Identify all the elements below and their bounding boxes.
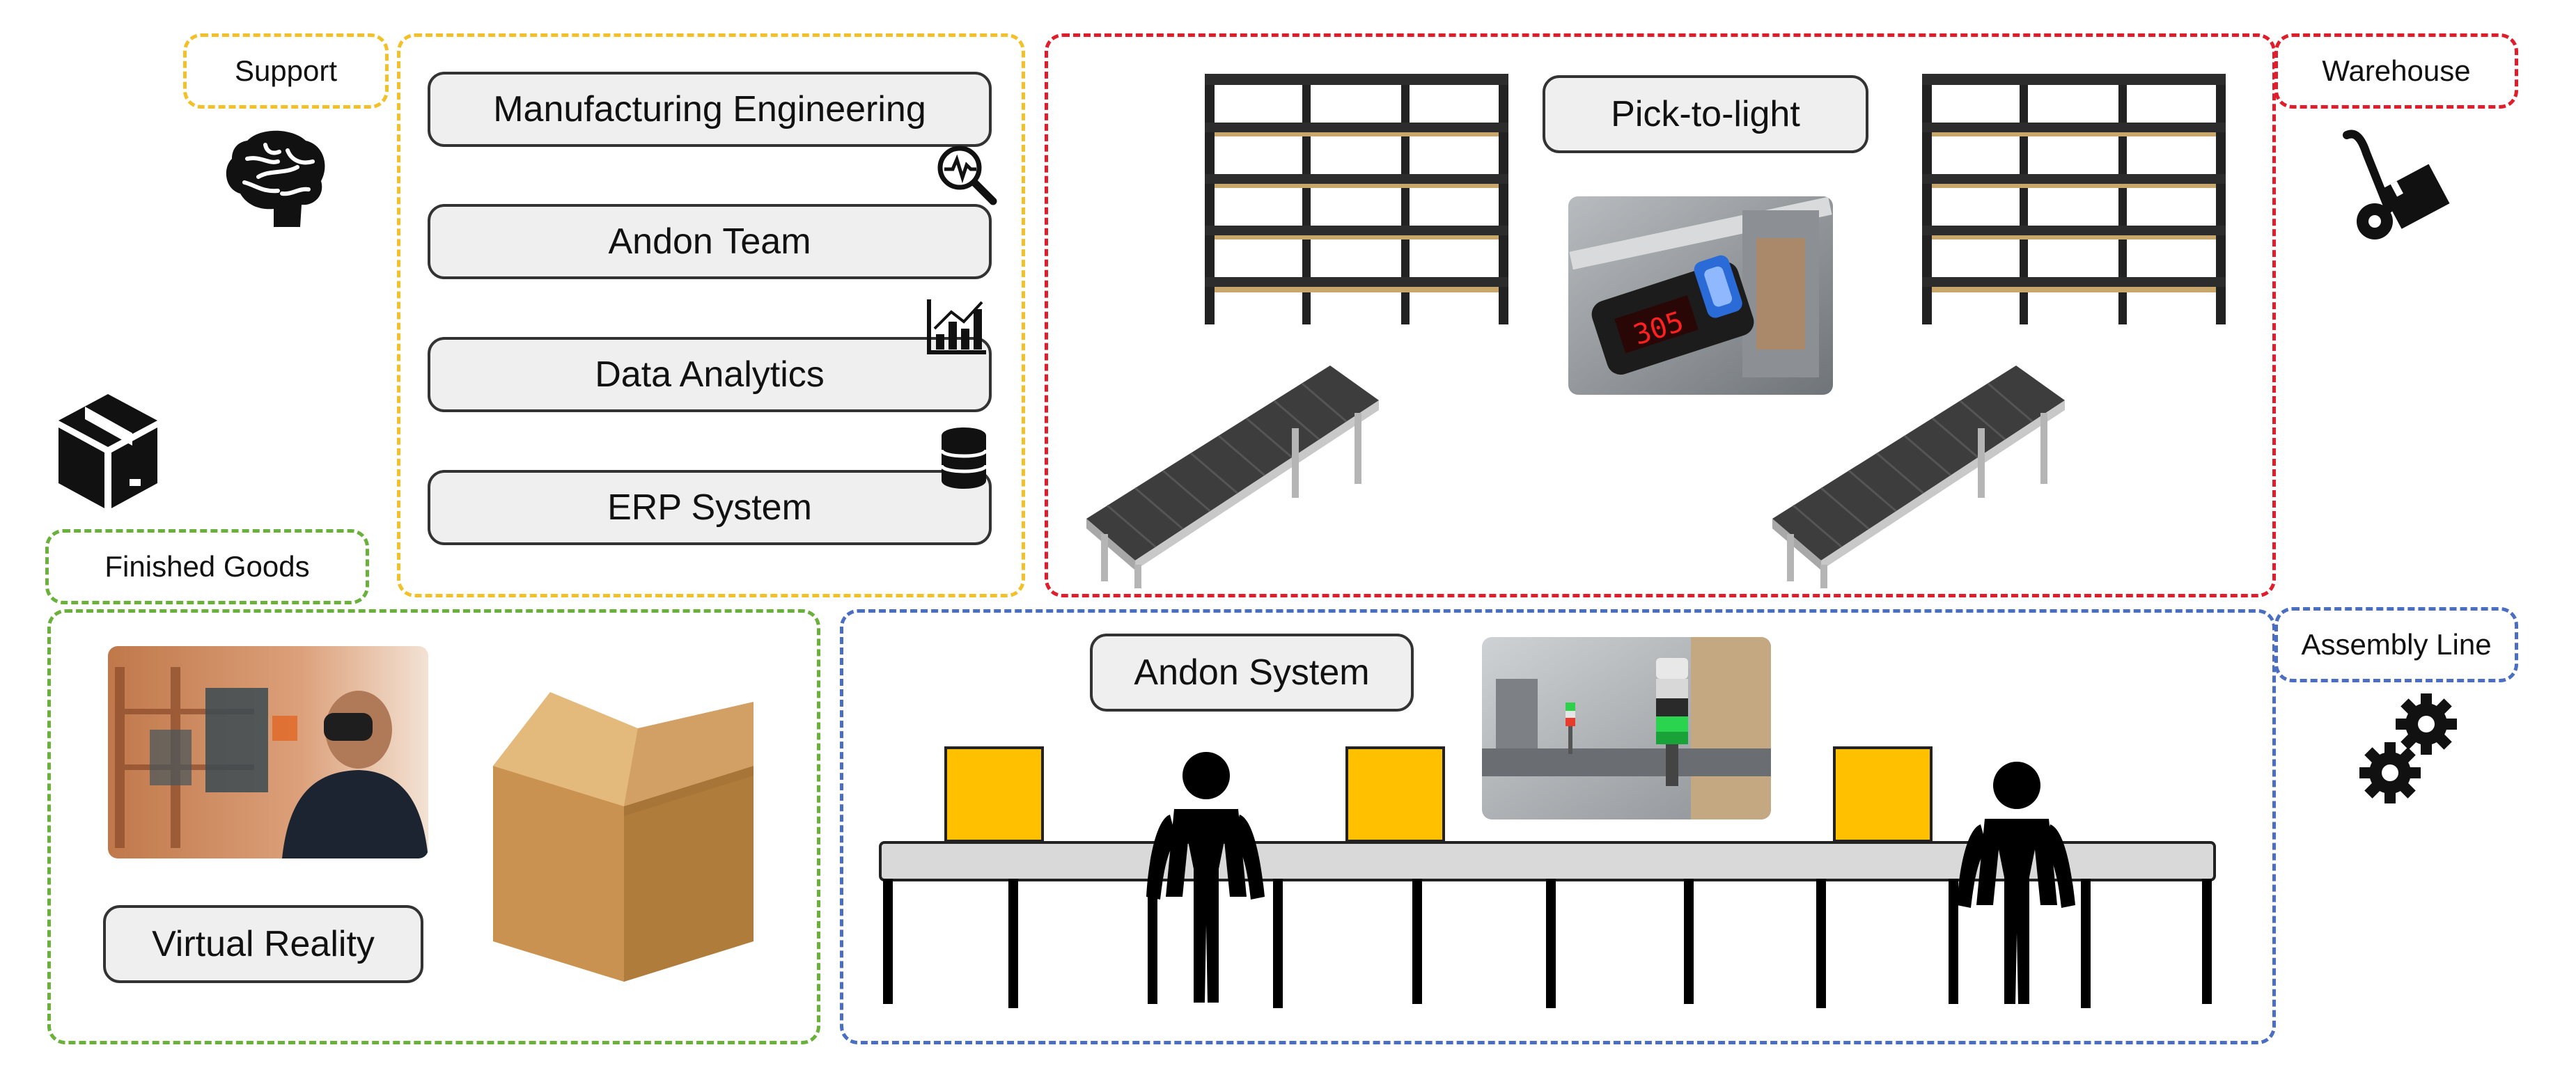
database-icon [939,426,989,490]
brain-icon [219,125,331,230]
worker-figure [1142,751,1267,1003]
andon-system-box: Andon System [1090,634,1414,712]
product-box [1345,746,1445,842]
conveyor-legs [879,879,2216,1011]
product-box [944,746,1044,842]
erp-system-box: ERP System [428,470,992,545]
warehouse-region [1045,33,2276,597]
assembly-line-region [840,609,2276,1044]
magnifier-pulse-icon [935,143,997,205]
warehouse-tag: Warehouse [2274,33,2518,109]
cube-box-icon [54,390,162,512]
bar-chart-icon [926,298,988,355]
andon-team-box: Andon Team [428,204,992,279]
virtual-reality-box: Virtual Reality [103,905,423,983]
conveyor-belt [1751,352,2079,592]
hand-truck-icon [2332,125,2457,247]
pick-to-light-box: Pick-to-light [1543,75,1868,153]
assembly-line-tag: Assembly Line [2274,607,2518,682]
manufacturing-engineering-box: Manufacturing Engineering [428,72,992,147]
finished-goods-tag: Finished Goods [45,529,369,604]
storage-shelf [1915,70,2228,327]
storage-shelf [1198,70,1511,327]
finished-goods-region [47,609,820,1044]
cardboard-box [487,689,759,985]
data-analytics-box: Data Analytics [428,337,992,412]
product-box [1833,746,1933,842]
support-region [397,33,1025,597]
conveyor-belt [1065,352,1393,592]
support-tag: Support [183,33,389,109]
andon-light-photo [1482,637,1771,819]
gears-icon [2355,691,2467,813]
virtual-reality-photo [108,646,428,858]
worker-figure [1950,759,2082,1004]
pick-to-light-photo: 305 [1568,196,1833,395]
